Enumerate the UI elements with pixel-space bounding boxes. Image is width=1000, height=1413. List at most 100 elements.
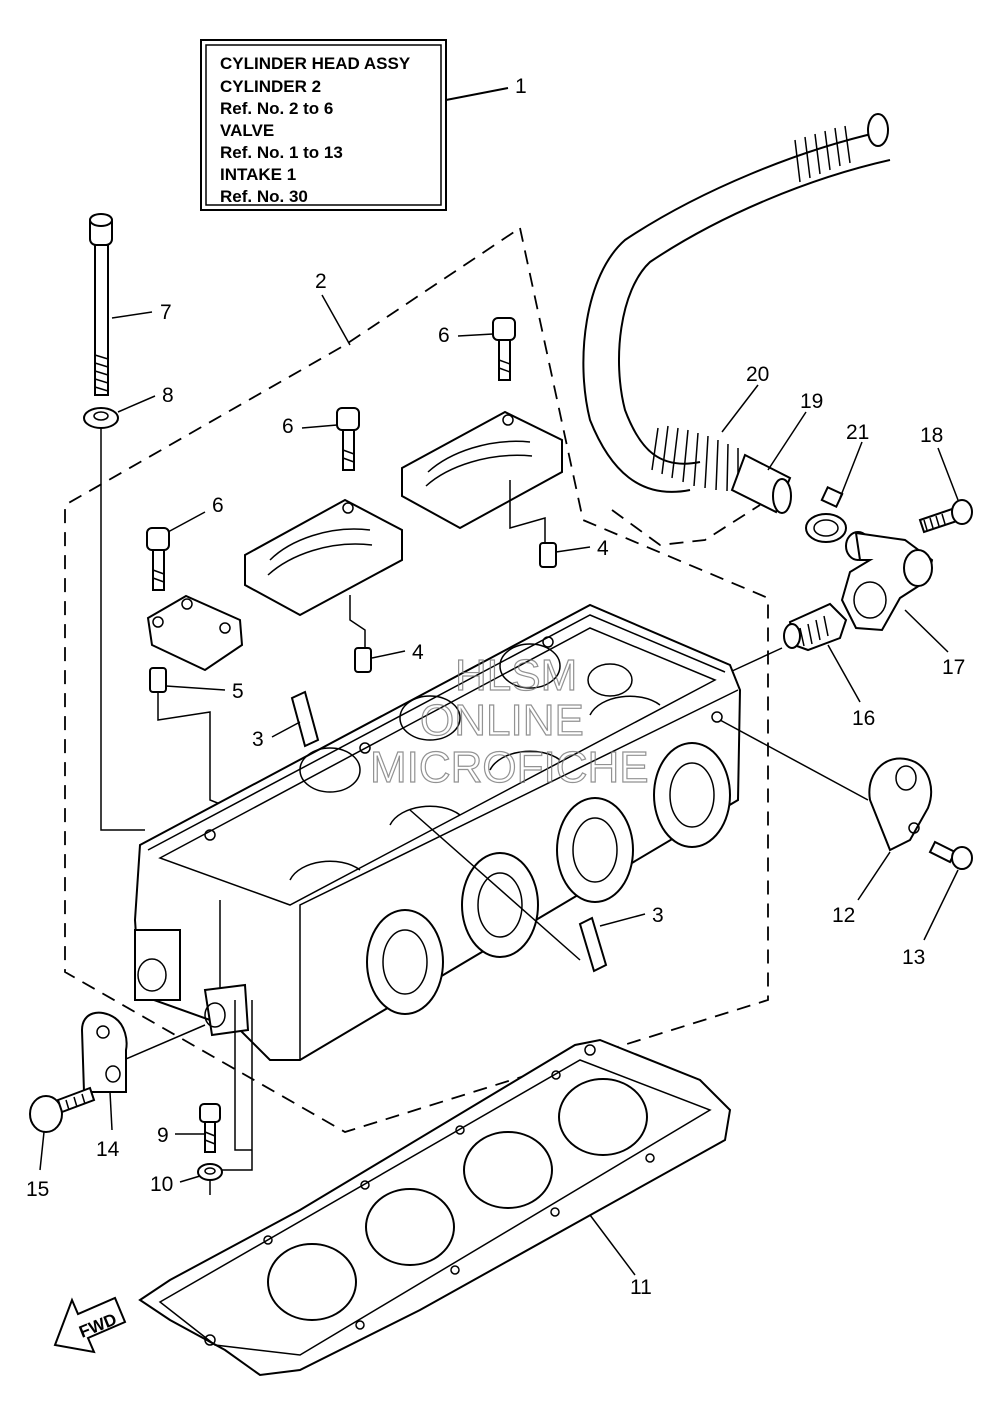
callout-8: 8 [162, 384, 174, 407]
leader-6-right [457, 333, 494, 337]
label-line-6: INTAKE 1 [220, 165, 296, 184]
callout-2: 2 [315, 270, 327, 293]
leader-7 [111, 311, 153, 319]
dowel-4-right-path [509, 480, 546, 543]
bolt-18 [918, 499, 973, 534]
label-line-2: CYLINDER 2 [220, 77, 321, 96]
dowel-4-left-path [349, 595, 366, 648]
bolt-6-left [146, 527, 170, 591]
dowel-4-left [354, 647, 372, 673]
callout-5: 5 [232, 680, 244, 703]
leader-5 [165, 685, 226, 691]
bolt-9 [199, 1103, 221, 1153]
cylinder-head [133, 603, 742, 1061]
callout-15: 15 [26, 1178, 49, 1201]
bolt-6-right [492, 317, 516, 381]
leader-6-left [167, 511, 206, 533]
exhaust-ports [366, 742, 731, 1015]
label-line-4: VALVE [220, 121, 274, 140]
leader-12 [857, 851, 891, 901]
fwd-arrow: FWD [53, 1296, 127, 1354]
cam-cap-right [401, 410, 563, 530]
long-bolt-7 [89, 213, 113, 396]
callout-11: 11 [630, 1276, 652, 1299]
head-gasket [138, 1038, 732, 1377]
leader-6-middle [301, 424, 338, 429]
callout-3-top: 3 [252, 728, 264, 751]
temperature-sensor [783, 602, 848, 652]
leader-1 [445, 87, 509, 101]
label-line-1: CYLINDER HEAD ASSY [220, 54, 411, 73]
assembly-boundary [64, 226, 769, 1133]
cam-journals [289, 643, 661, 881]
leader-20 [721, 384, 759, 433]
bore-2 [365, 1188, 455, 1266]
leader-18 [937, 447, 959, 501]
leader-8 [117, 395, 156, 413]
leader-15 [39, 1131, 45, 1171]
valve-guide-3-top [290, 690, 320, 748]
leader-3-top [271, 721, 301, 738]
bolt-15 [29, 1086, 96, 1133]
bore-4 [558, 1078, 648, 1156]
callout-18: 18 [920, 424, 943, 447]
washer-10 [197, 1163, 223, 1181]
callout-9: 9 [157, 1124, 169, 1147]
watermark-line-2: ONLINE [420, 696, 584, 745]
bore-3 [463, 1131, 553, 1209]
bolt-13 [928, 840, 973, 870]
bolt-6-middle [336, 407, 360, 471]
leader-11 [589, 1214, 636, 1276]
watermark-line-3: MICROFICHE [370, 743, 649, 792]
dowel-5-path [157, 692, 236, 811]
path-line-washer [215, 1000, 253, 1171]
hose-bellows [651, 125, 851, 492]
leader-17 [904, 609, 949, 653]
dowel-5 [149, 667, 167, 693]
path-line-lower [234, 1000, 252, 1151]
cam-cap-left [146, 594, 244, 672]
callout-3-bottom: 3 [652, 904, 664, 927]
callout-10: 10 [150, 1173, 173, 1196]
washer-8 [83, 407, 119, 429]
leader-4-left [371, 650, 406, 659]
callout-6-right: 6 [438, 324, 450, 347]
leader-13 [923, 869, 959, 941]
leader-2 [321, 294, 351, 346]
bolt-path-line [100, 428, 145, 831]
intake-hose [582, 113, 891, 546]
callout-7: 7 [160, 301, 172, 324]
watermark: HLSM ONLINE MICROFICHE [369, 650, 649, 792]
thermostat-housing [840, 531, 934, 632]
callout-4-left: 4 [412, 641, 424, 664]
callout-6-left: 6 [212, 494, 224, 517]
callout-17: 17 [942, 656, 965, 679]
bracket-14 [80, 1011, 128, 1093]
leader-10 [179, 1175, 201, 1183]
leader-3-bottom [599, 913, 646, 927]
callout-6-middle: 6 [282, 415, 294, 438]
leader-4-right [555, 546, 591, 553]
bore-1 [267, 1243, 357, 1321]
bracket-14-path [111, 1024, 206, 1066]
label-line-7: Ref. No. 30 [220, 187, 308, 206]
valve-guide-path [409, 809, 581, 961]
callout-1: 1 [515, 75, 527, 98]
callout-numbers: 1 2 3 3 4 4 5 6 6 6 7 8 9 10 11 12 13 14… [26, 75, 965, 1299]
hose-clamp [805, 485, 847, 543]
leader-21 [839, 441, 863, 499]
bracket-path-line [719, 719, 869, 801]
callout-16: 16 [852, 707, 875, 730]
watermark-line-1: HLSM [455, 651, 577, 700]
label-box: CYLINDER HEAD ASSY CYLINDER 2 Ref. No. 2… [200, 39, 447, 211]
cam-cap-middle [244, 498, 403, 617]
callout-20: 20 [746, 363, 769, 386]
callout-21: 21 [846, 421, 869, 444]
callout-13: 13 [902, 946, 925, 969]
callout-4-right: 4 [597, 537, 609, 560]
callout-19: 19 [800, 390, 823, 413]
valve-guide-3-bottom [578, 916, 608, 973]
leader-sensor-to-head [729, 647, 783, 673]
label-line-5: Ref. No. 1 to 13 [220, 143, 343, 162]
